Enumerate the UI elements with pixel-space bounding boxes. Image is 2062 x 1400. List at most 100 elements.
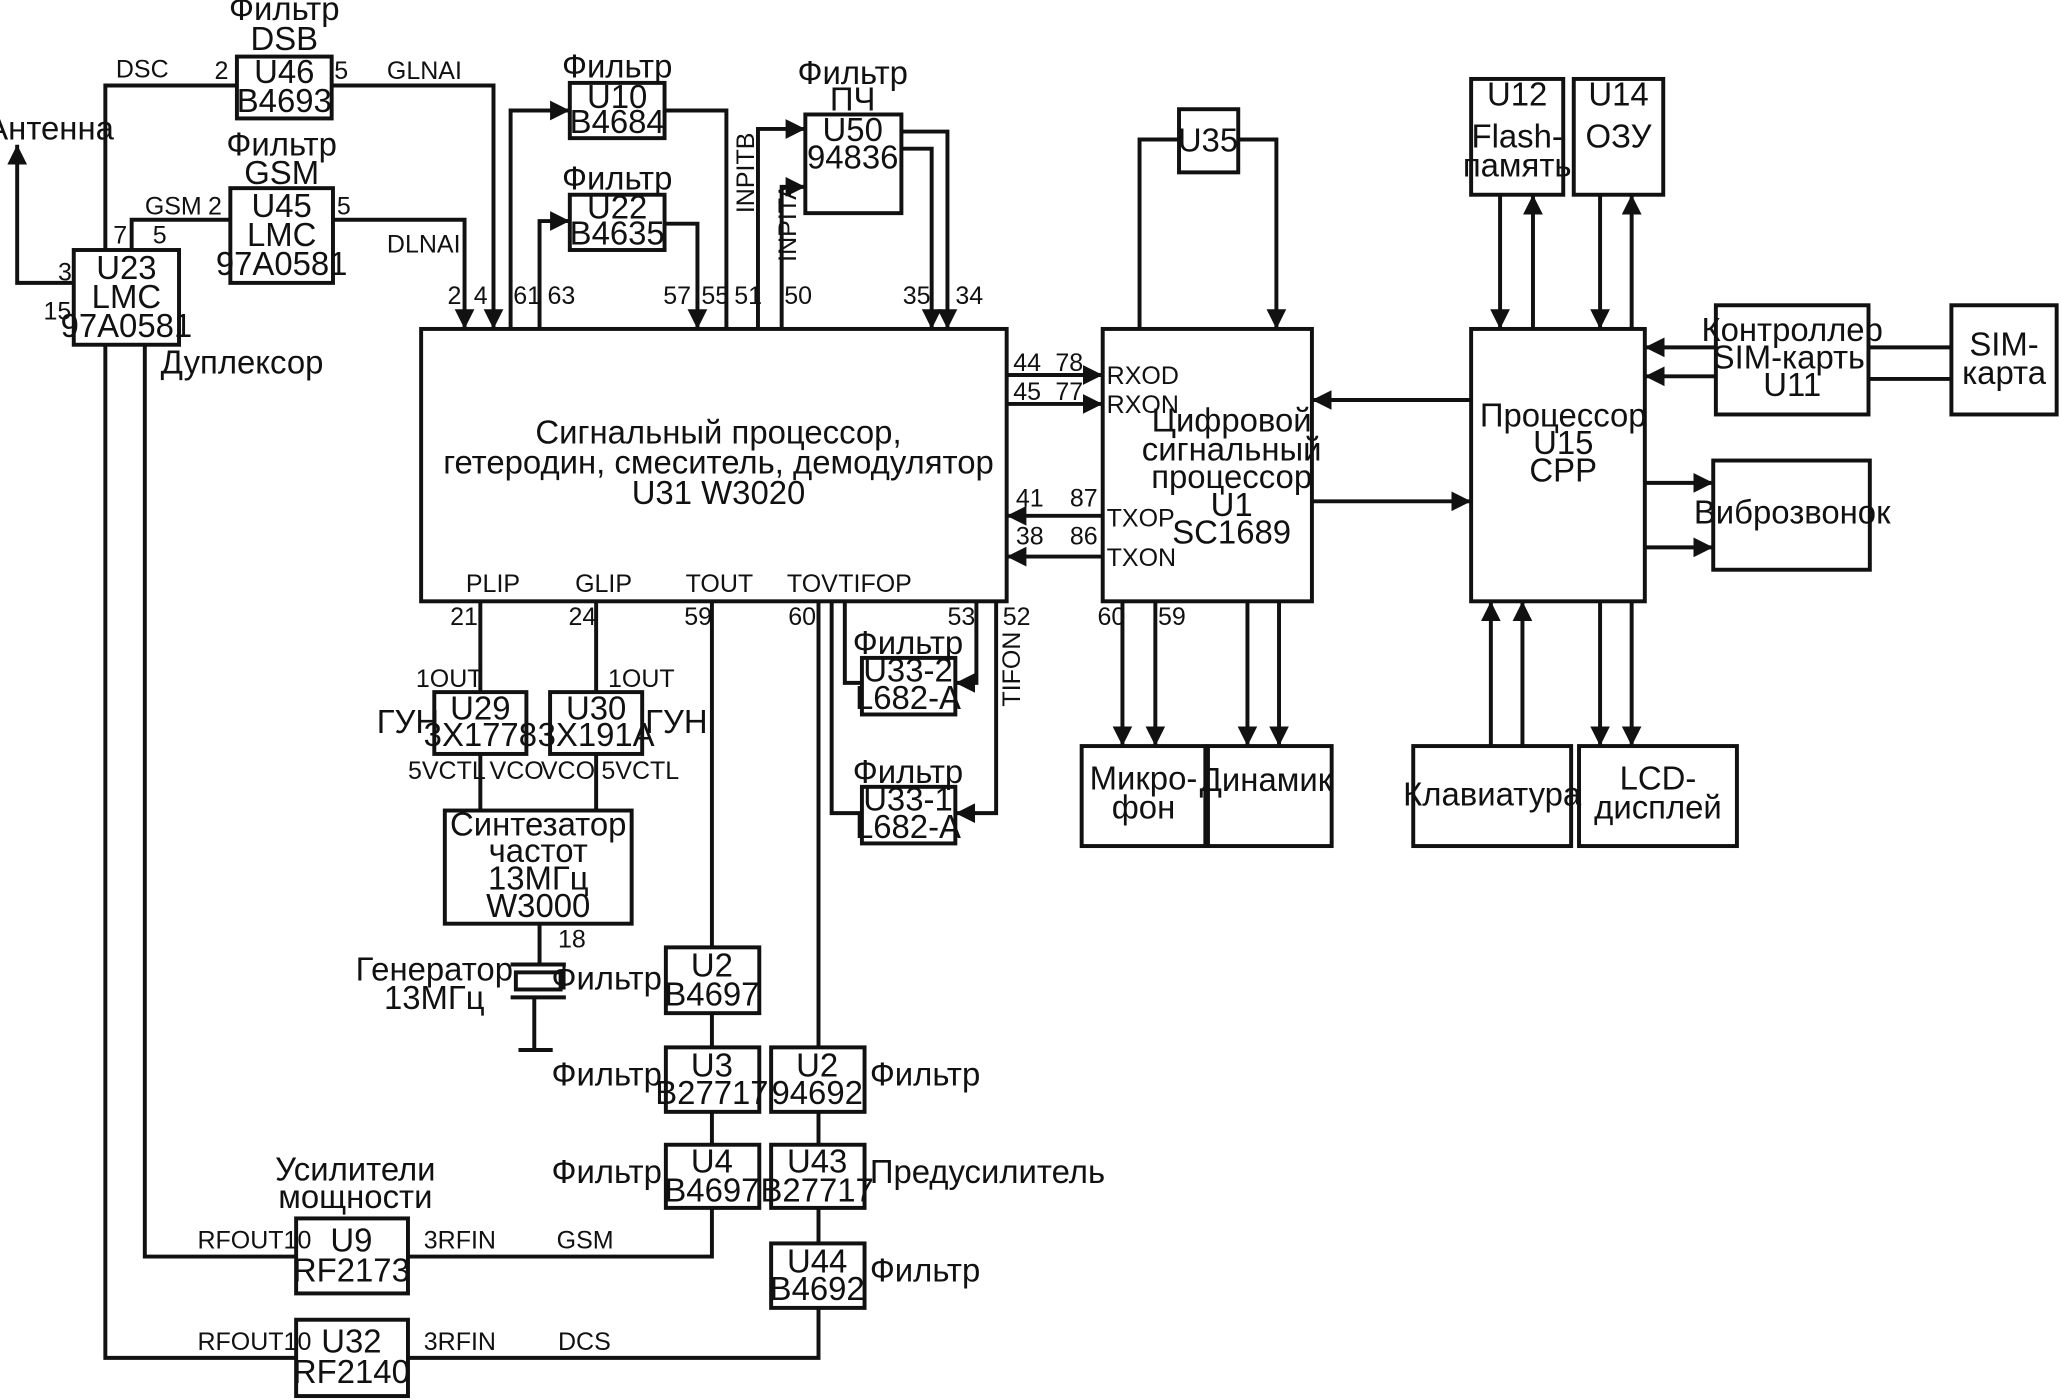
box-u12 (1469, 76, 1566, 197)
pin-u23-3: 3 (58, 258, 72, 286)
u43-line-2: B27717 (761, 1171, 874, 1208)
u4-caption: Фильтр (551, 1153, 661, 1190)
u12-line-3: память (1463, 146, 1572, 183)
pin-34: 34 (955, 282, 983, 310)
u23-line-2: LMC (92, 278, 161, 315)
pin-86: 86 (1070, 523, 1098, 551)
signal-inpitb: INPITB (732, 133, 760, 214)
sim-ctrl-line-1: Контроллер (1701, 311, 1882, 348)
box-u14 (1571, 76, 1666, 197)
u23-line-1: U23 (96, 249, 156, 286)
pin-59: 59 (684, 603, 712, 631)
u10-line-2: B4684 (570, 103, 665, 140)
u12-line-1: U12 (1487, 75, 1547, 112)
lcd-line-2: дисплей (1594, 788, 1722, 825)
signal-tifop: TIFOP (838, 570, 912, 598)
signal-1out-b: 1OUT (608, 665, 675, 693)
lcd-line-1: LCD- (1620, 759, 1697, 796)
pin-labels: 2 5 2 5 7 5 3 15 2 4 61 63 57 55 51 50 3… (44, 57, 1186, 953)
box-u33-1 (859, 784, 958, 846)
u45-caption-2: GSM (244, 154, 319, 191)
u2a-line-1: U2 (691, 946, 733, 983)
box-sim (1949, 303, 2059, 417)
signal-dcs: DCS (558, 1328, 611, 1356)
u1-line-3: процессор (1151, 458, 1312, 495)
speaker-line-1: Динамик (1200, 761, 1333, 798)
keyboard-line-1: Клавиатура (1403, 775, 1582, 812)
box-u44 (769, 1241, 867, 1310)
box-u22 (567, 192, 667, 252)
pin-u1-60: 60 (1097, 603, 1125, 631)
crystal-icon (510, 962, 566, 1000)
box-u23 (71, 248, 181, 347)
box-vibro (1711, 458, 1872, 572)
u50-line-2: 94836 (807, 138, 898, 175)
box-u3 (663, 1045, 762, 1114)
box-u4 (663, 1142, 762, 1210)
generator-line-1: Генератор (356, 950, 513, 987)
signal-plip: PLIP (466, 570, 520, 598)
u29-caption: ГУН (377, 703, 439, 740)
pin-50: 50 (784, 282, 812, 310)
u2b-caption: Фильтр (870, 1056, 980, 1093)
pin-60: 60 (788, 603, 816, 631)
u15-line-1: Процессор (1480, 396, 1647, 433)
synth-line-3: 13МГц (488, 859, 589, 896)
mic-line-2: фон (1112, 788, 1176, 825)
pin-51: 51 (734, 282, 762, 310)
u44-line-2: B4692 (770, 1270, 865, 1307)
sim-ctrl-line-3: U11 (1763, 366, 1821, 403)
box-sim-controller (1713, 303, 1871, 417)
u10-line-1: U10 (587, 78, 647, 115)
pin-21: 21 (450, 603, 478, 631)
pin-2: 2 (447, 282, 461, 310)
synth-line-2: частот (489, 832, 588, 869)
signal-5vctl-b: 5VCTL (601, 757, 679, 785)
box-u30 (548, 690, 645, 756)
u1-line-5: SC1689 (1172, 513, 1291, 550)
pin-18: 18 (558, 925, 586, 953)
u3-line-1: U3 (691, 1046, 733, 1083)
synth-line-1: Синтезатор (450, 806, 626, 843)
signal-inpita: INPITA (774, 183, 802, 262)
box-u1 (1100, 326, 1314, 604)
pin-u46-in: 2 (215, 57, 229, 85)
signal-tifon: TIFON (998, 632, 1026, 707)
u44-line-1: U44 (787, 1242, 847, 1279)
pin-4: 4 (474, 282, 488, 310)
generator-line-2: 13МГц (384, 979, 485, 1016)
pin-77: 77 (1055, 378, 1083, 406)
u9-caption-1: Усилители (275, 1150, 435, 1187)
pin-63: 63 (547, 282, 575, 310)
u2a-line-2: B4697 (664, 975, 759, 1012)
pin-u45-out: 5 (337, 192, 351, 220)
box-u10 (567, 80, 667, 141)
box-u15 (1469, 326, 1647, 604)
u32-line-1: U32 (321, 1323, 381, 1360)
sim-line-2: карта (1962, 354, 2047, 391)
u33-2-caption: Фильтр (853, 624, 963, 661)
signal-txon: TXON (1107, 544, 1176, 572)
signal-3rfin-u32: 3RFIN (424, 1328, 496, 1356)
signal-rxon: RXON (1107, 391, 1179, 419)
u4-line-2: B4697 (664, 1171, 759, 1208)
box-synth (442, 808, 634, 926)
u45-line-3: 97A0581 (216, 245, 348, 282)
u3-line-2: B27717 (655, 1074, 768, 1111)
u33-1-caption: Фильтр (853, 753, 963, 790)
signal-tov: TOV (787, 570, 838, 598)
pin-u23-7: 7 (113, 221, 127, 249)
u43-line-1: U43 (787, 1142, 847, 1179)
box-u32 (294, 1317, 410, 1399)
u1-line-4: U1 (1211, 486, 1253, 523)
u15-line-2: U15 (1533, 424, 1593, 461)
box-u50 (803, 112, 904, 216)
pin-u23-15: 15 (44, 298, 72, 326)
signal-glip: GLIP (575, 570, 632, 598)
pin-53: 53 (947, 603, 975, 631)
signal-dsc: DSC (116, 56, 169, 84)
u33-1-line-2: L682-A (855, 808, 961, 845)
signal-dlnai: DLNAI (387, 231, 461, 259)
u33-2-line-2: L682-A (855, 679, 961, 716)
